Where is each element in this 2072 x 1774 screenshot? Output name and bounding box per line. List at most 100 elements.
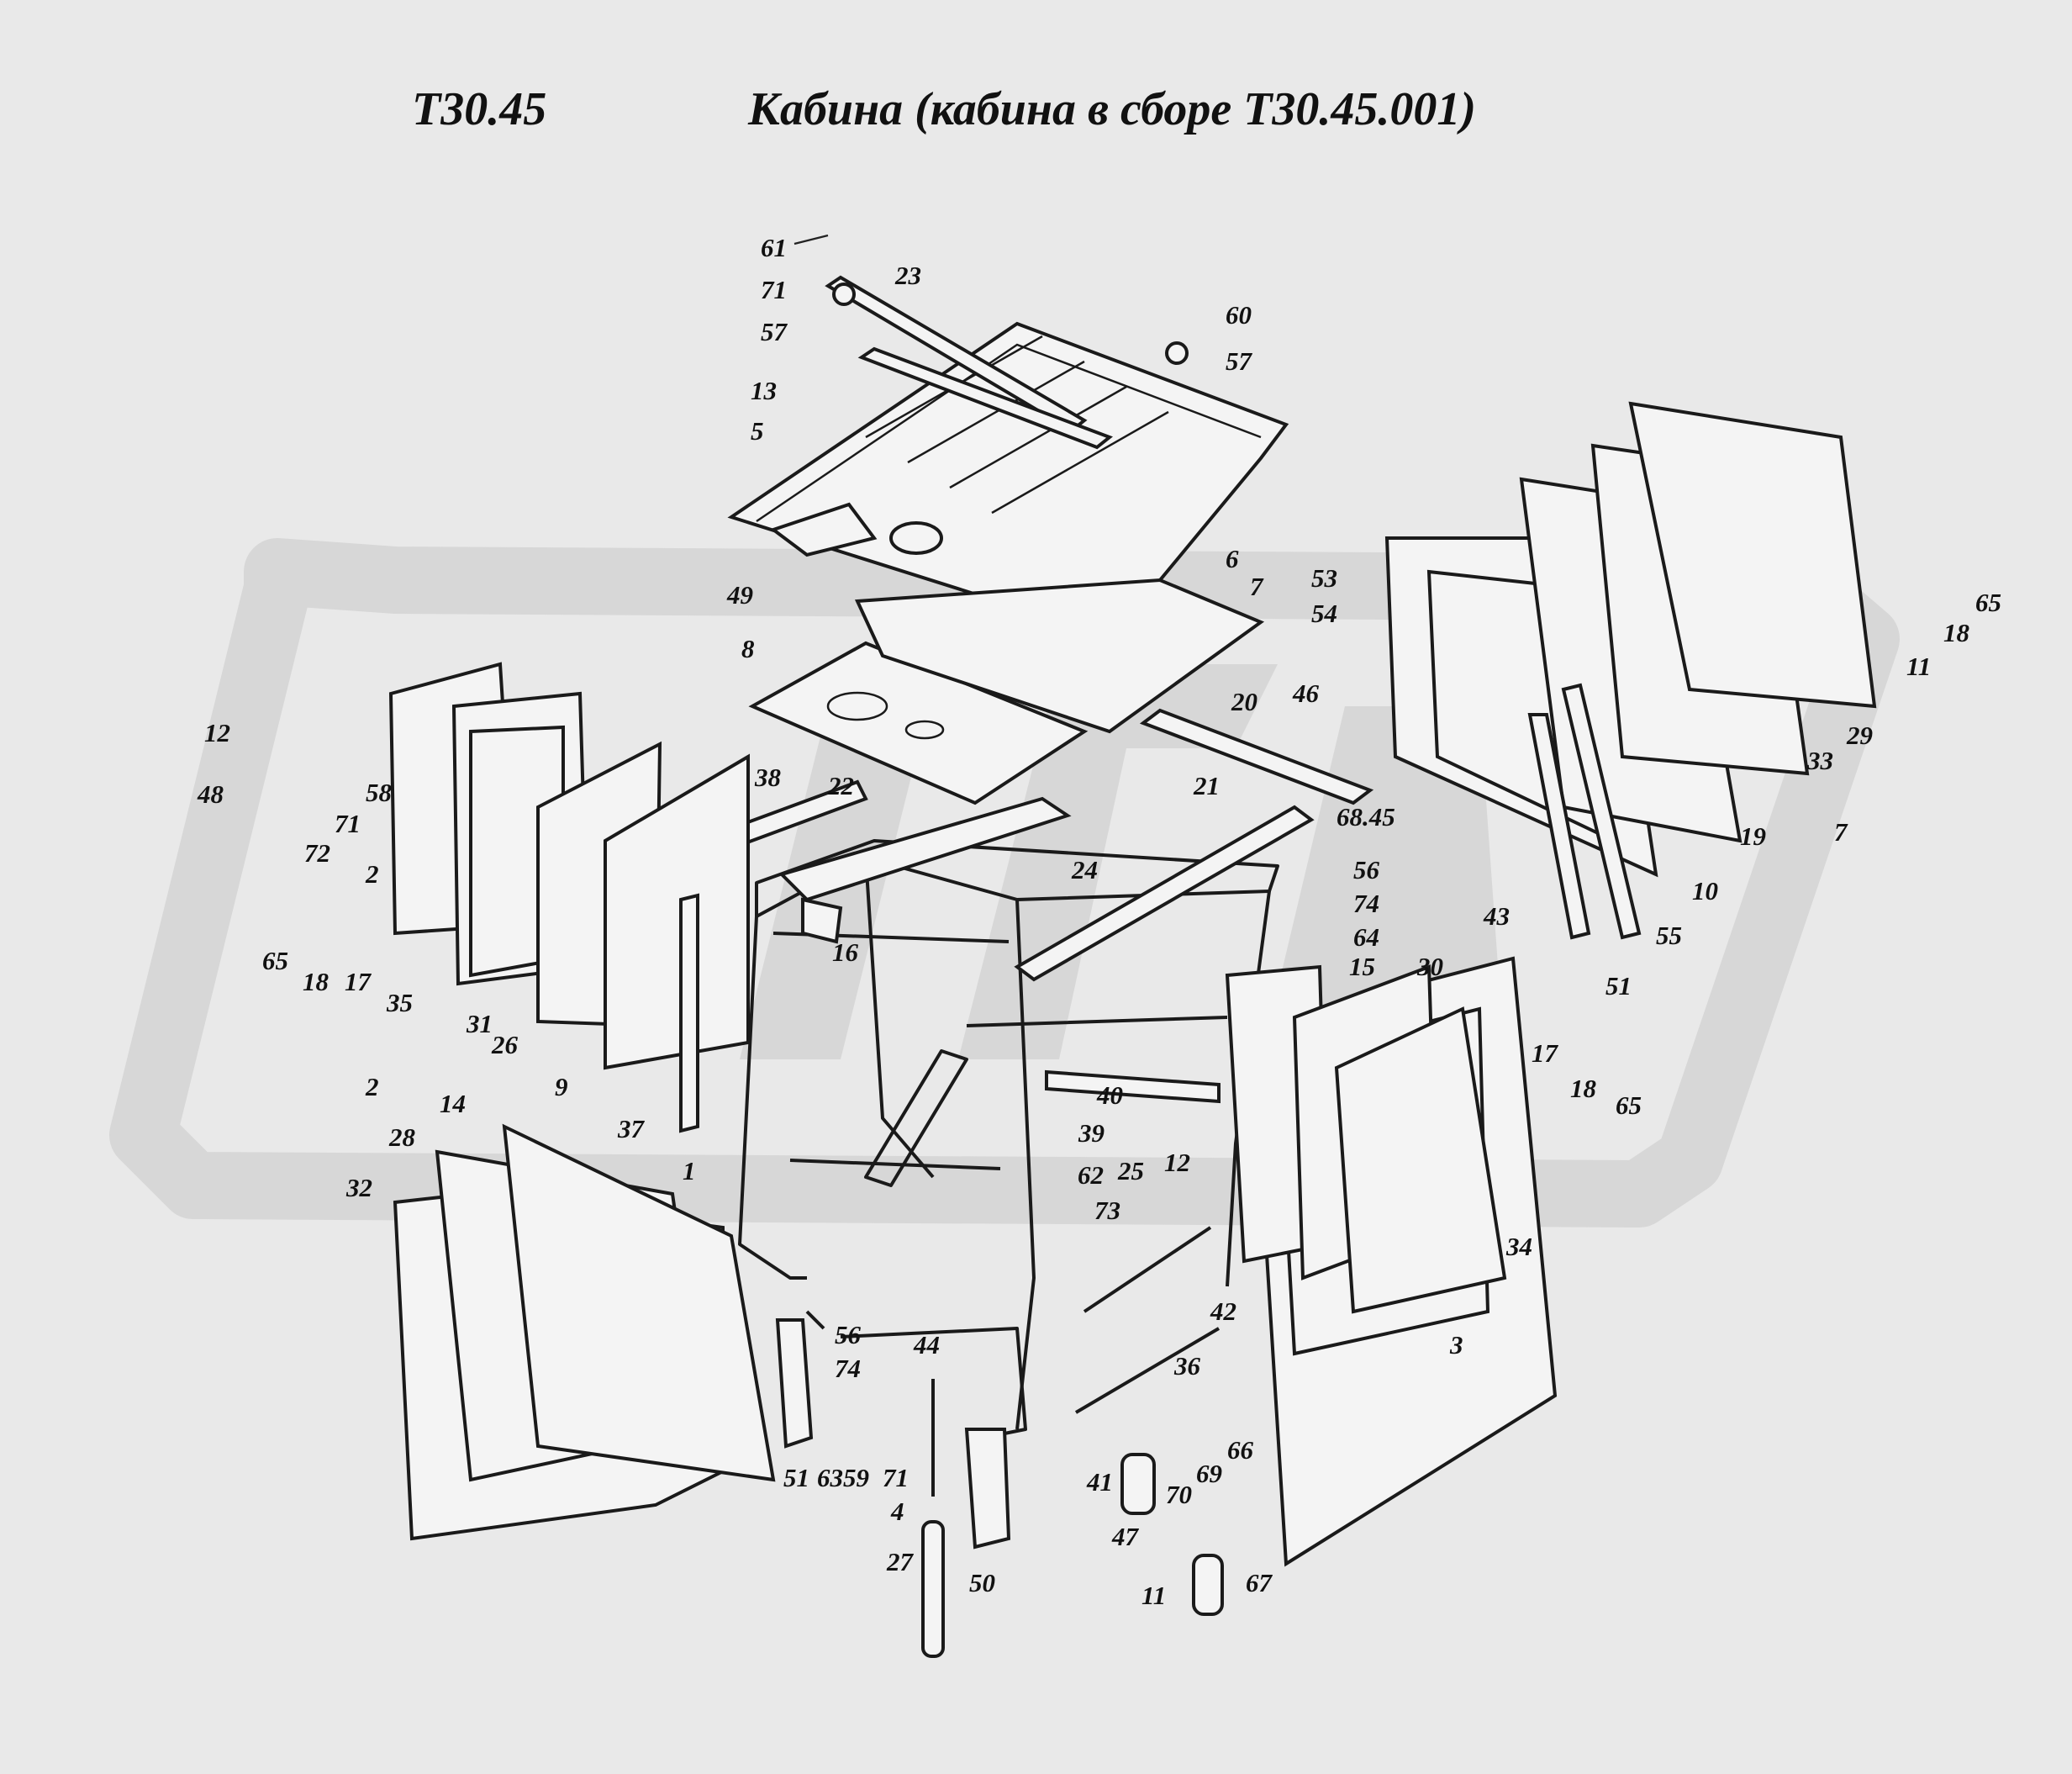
callout-17: 17 — [345, 967, 372, 996]
callout-70: 70 — [1166, 1480, 1192, 1509]
roof-rails — [695, 708, 1374, 1104]
callout-46: 46 — [1292, 678, 1320, 708]
callout-6: 6 — [1226, 544, 1239, 573]
callout-47: 47 — [1111, 1522, 1140, 1551]
callout-68-45: 68.45 — [1337, 802, 1395, 832]
callout-74: 74 — [835, 1354, 861, 1383]
callout-24: 24 — [1071, 855, 1098, 884]
right-door — [1225, 956, 1558, 1567]
callout-61: 61 — [761, 233, 787, 262]
callout-73: 73 — [1094, 1196, 1120, 1225]
callout-14: 14 — [440, 1089, 466, 1118]
callout-62: 62 — [1078, 1160, 1104, 1190]
callout-40: 40 — [1096, 1080, 1123, 1110]
callout-39: 39 — [1078, 1118, 1105, 1148]
callout-12: 12 — [1164, 1148, 1190, 1177]
callout-33: 33 — [1806, 746, 1833, 775]
callout-74: 74 — [1353, 889, 1379, 918]
callout-15: 15 — [1349, 952, 1375, 981]
callout-11: 11 — [1906, 652, 1931, 681]
callout-57: 57 — [1226, 346, 1253, 376]
callout-5: 5 — [751, 416, 764, 446]
callout-51: 51 — [783, 1463, 809, 1492]
catalog-code: Т30.45 — [412, 83, 547, 135]
left-window-set — [388, 662, 750, 1133]
callout-43: 43 — [1483, 901, 1510, 931]
callout-25: 25 — [1117, 1156, 1144, 1185]
callout-18: 18 — [303, 967, 330, 996]
callout-4: 4 — [890, 1497, 904, 1526]
callout-12: 12 — [204, 718, 230, 747]
callout-28: 28 — [388, 1122, 416, 1152]
callout-7: 7 — [1834, 817, 1848, 847]
callout-67: 67 — [1246, 1568, 1273, 1597]
callout-3: 3 — [1449, 1330, 1463, 1360]
side-window-set — [393, 1123, 776, 1541]
callout-labels: 61 71 23 57 60 57 13 5 6 7 53 54 49 8 65… — [197, 233, 2001, 1610]
callout-37: 37 — [617, 1114, 646, 1143]
roof-liner-8 — [748, 578, 1265, 805]
callout-54: 54 — [1311, 599, 1337, 628]
callout-2: 2 — [365, 859, 379, 889]
diagram-title: Кабина (кабина в сборе Т30.45.001) — [748, 83, 1477, 135]
callout-18: 18 — [1570, 1074, 1597, 1103]
small-parts — [775, 282, 1224, 1658]
callout-22: 22 — [827, 771, 854, 800]
cab-frame — [738, 839, 1279, 1439]
callout-10: 10 — [1692, 876, 1718, 905]
callout-38: 38 — [754, 763, 782, 792]
callout-55: 55 — [1656, 921, 1682, 950]
callout-56: 56 — [1353, 855, 1380, 884]
callout-16: 16 — [832, 937, 859, 967]
callout-32: 32 — [345, 1173, 372, 1202]
callout-8: 8 — [741, 634, 755, 663]
callout-23: 23 — [894, 261, 921, 290]
callout-1: 1 — [683, 1156, 696, 1185]
callout-41: 41 — [1086, 1467, 1113, 1497]
callout-17: 17 — [1532, 1038, 1559, 1068]
callout-71: 71 — [335, 809, 361, 838]
callout-35: 35 — [386, 988, 413, 1017]
roof-strip-23 — [825, 275, 1113, 450]
callout-44: 44 — [913, 1330, 940, 1360]
callout-64: 64 — [1353, 922, 1379, 952]
callout-36: 36 — [1173, 1351, 1201, 1381]
callout-27: 27 — [886, 1547, 915, 1576]
callout-60: 60 — [1226, 300, 1252, 330]
callout-9: 9 — [555, 1072, 568, 1101]
callout-42: 42 — [1210, 1296, 1236, 1326]
callout-65: 65 — [262, 946, 288, 975]
callout-56: 56 — [835, 1320, 862, 1349]
callout-29: 29 — [1846, 721, 1873, 750]
callout-7: 7 — [1250, 572, 1264, 601]
callout-31: 31 — [466, 1009, 493, 1038]
callout-20: 20 — [1231, 687, 1257, 716]
callout-69: 69 — [1196, 1459, 1222, 1488]
callout-34: 34 — [1505, 1232, 1532, 1261]
callout-11: 11 — [1141, 1581, 1166, 1610]
callout-71: 71 — [883, 1463, 909, 1492]
callout-57: 57 — [761, 317, 788, 346]
callout-65: 65 — [1616, 1090, 1642, 1120]
callout-65: 65 — [1975, 588, 2001, 617]
callout-21: 21 — [1193, 771, 1220, 800]
rear-window-set — [1384, 401, 1877, 940]
callout-49: 49 — [726, 580, 753, 610]
callout-71: 71 — [761, 275, 787, 304]
callout-19: 19 — [1740, 821, 1766, 851]
callout-30: 30 — [1416, 952, 1443, 981]
callout-13: 13 — [751, 376, 777, 405]
callout-72: 72 — [304, 838, 330, 868]
callout-53: 53 — [1311, 563, 1337, 593]
callout-50: 50 — [969, 1568, 995, 1597]
callout-18: 18 — [1943, 618, 1970, 647]
callout-48: 48 — [197, 779, 224, 809]
callout-6359: 6359 — [817, 1463, 869, 1492]
callout-66: 66 — [1227, 1435, 1254, 1465]
callout-26: 26 — [491, 1030, 519, 1059]
callout-2: 2 — [365, 1072, 379, 1101]
callout-58: 58 — [366, 778, 393, 807]
callout-51: 51 — [1605, 971, 1632, 1001]
